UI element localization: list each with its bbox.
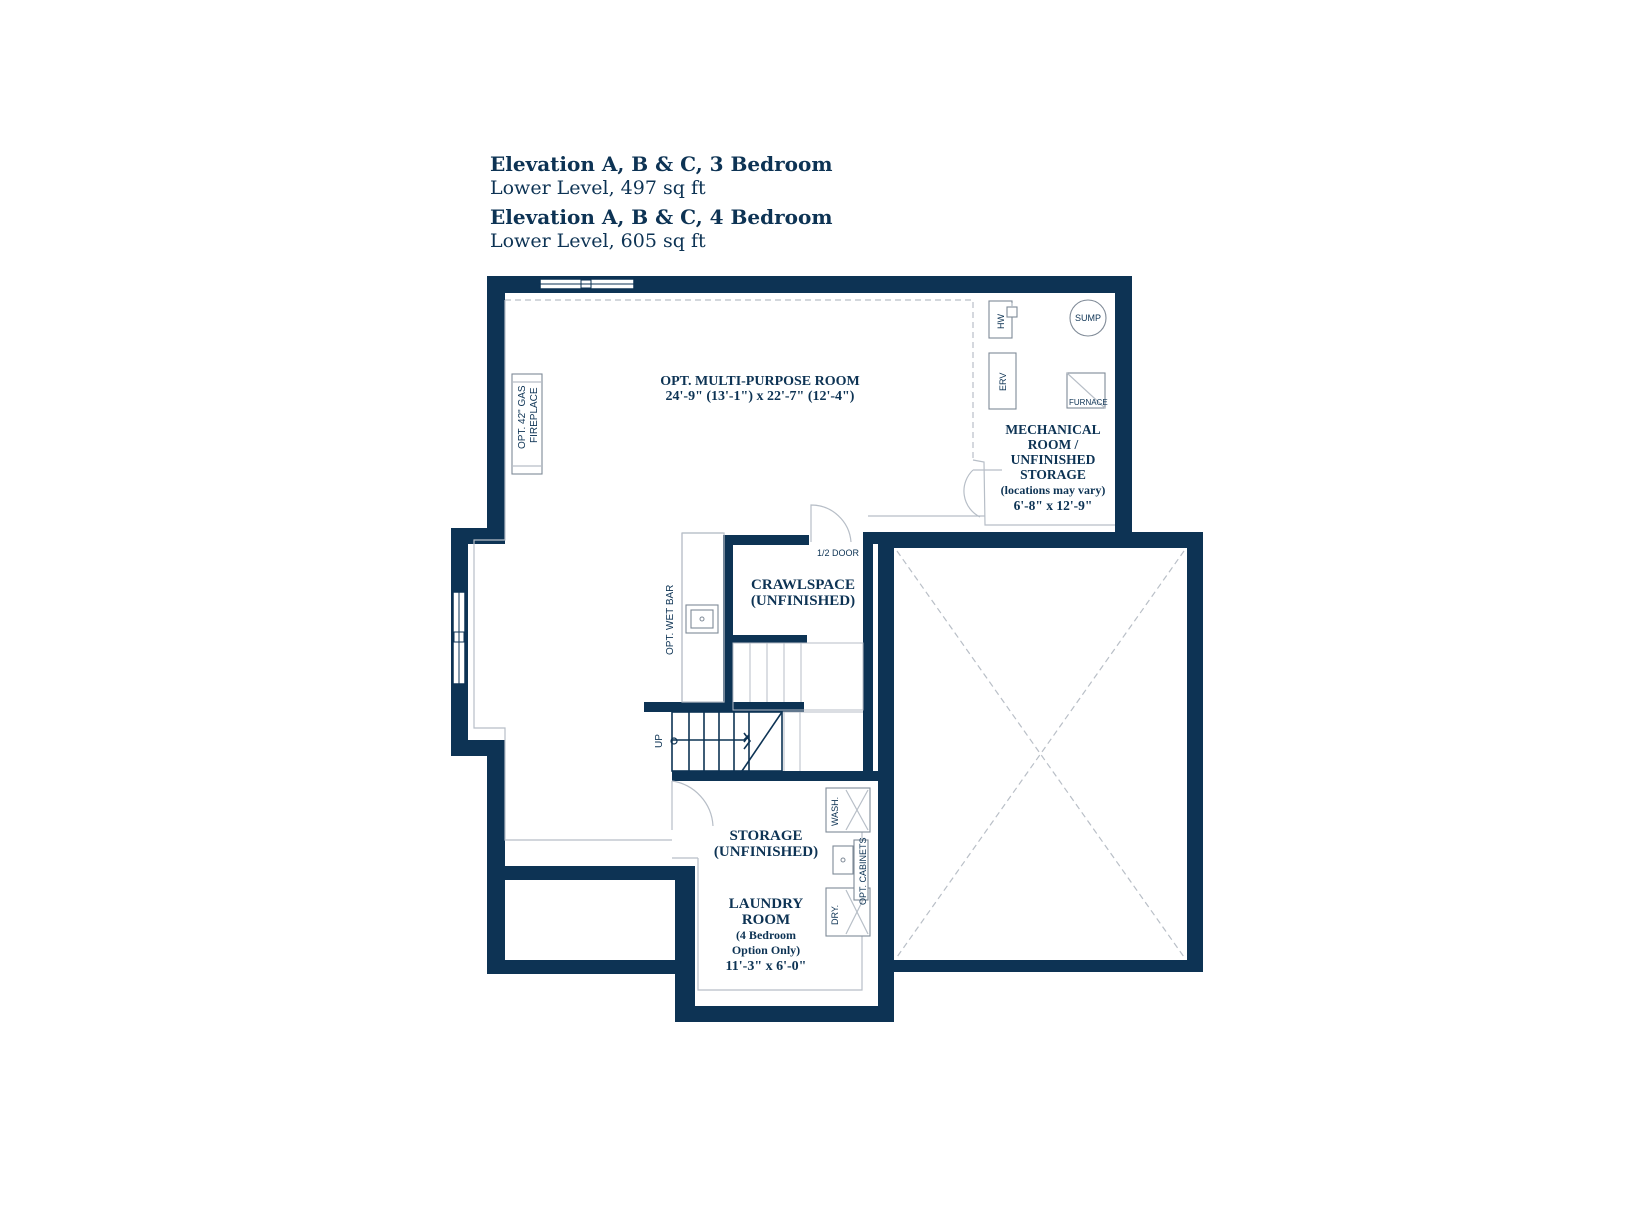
room-name-line1: MECHANICAL [1005,422,1100,437]
room-dims: 24'-9" (13'-1") x 22'-7" (12'-4") [666,389,855,404]
heading-4-bedroom: Elevation A, B & C, 4 Bedroom Lower Leve… [490,205,833,253]
room-dims: 11'-3" x 6'-0" [726,959,807,974]
windows [452,278,635,685]
room-laundry: LAUNDRY ROOM (4 Bedroom Option Only) 11'… [726,896,807,974]
room-name-line3: UNFINISHED [1011,452,1096,467]
furnace-label: FURNACE [1069,398,1108,407]
room-dims: 6'-8" x 12'-9" [1014,498,1093,513]
sump-label: SUMP [1075,313,1101,323]
stairs: UP [654,642,864,772]
erv-label: ERV [998,373,1008,391]
stair-up-label: UP [654,734,665,748]
wet-bar: OPT. WET BAR [665,532,725,703]
fireplace-label-1: OPT. 42" GAS [517,385,528,449]
washer-label: WASH. [830,797,840,826]
laundry-fixtures: WASH. DRY. OPT. CABINETS [825,787,871,937]
room-name-line1: LAUNDRY [729,896,804,912]
room-crawlspace: CRAWLSPACE (UNFINISHED) [751,577,855,609]
fireplace: OPT. 42" GAS FIREPLACE [511,373,543,475]
room-note-1: (4 Bedroom [736,928,796,942]
room-note: (locations may vary) [1001,483,1106,497]
room-name-line4: STORAGE [1020,467,1086,482]
heading-subtitle: Lower Level, 497 sq ft [490,177,706,199]
cabinets-label: OPT. CABINETS [858,837,868,905]
room-name-line2: ROOM [742,912,790,928]
room-name-line1: STORAGE [729,828,802,844]
room-multi-purpose: OPT. MULTI-PURPOSE ROOM 24'-9" (13'-1") … [660,374,860,404]
room-mechanical: MECHANICAL ROOM / UNFINISHED STORAGE (lo… [1001,422,1106,513]
heading-title: Elevation A, B & C, 4 Bedroom [490,205,833,229]
mechanical-equipment: HW SUMP ERV FURNACE [988,299,1108,410]
room-note-2: Option Only) [732,943,800,957]
wet-bar-label: OPT. WET BAR [665,585,676,655]
fireplace-label-2: FIREPLACE [529,387,540,443]
half-door-label: 1/2 DOOR [817,548,860,558]
hw-label: HW [996,314,1006,329]
room-name-line1: CRAWLSPACE [751,577,855,593]
heading-subtitle: Lower Level, 605 sq ft [490,230,706,252]
garage [894,548,1187,960]
walls [451,276,1203,1022]
room-storage: STORAGE (UNFINISHED) [714,828,818,860]
dryer-label: DRY. [830,905,840,925]
room-name: OPT. MULTI-PURPOSE ROOM [660,374,860,389]
doors [671,469,1002,830]
heading-title: Elevation A, B & C, 3 Bedroom [490,152,833,176]
room-name-line2: (UNFINISHED) [714,844,818,860]
room-name-line2: (UNFINISHED) [751,593,855,609]
heading-3-bedroom: Elevation A, B & C, 3 Bedroom Lower Leve… [490,152,833,200]
room-name-line2: ROOM / [1028,437,1079,452]
